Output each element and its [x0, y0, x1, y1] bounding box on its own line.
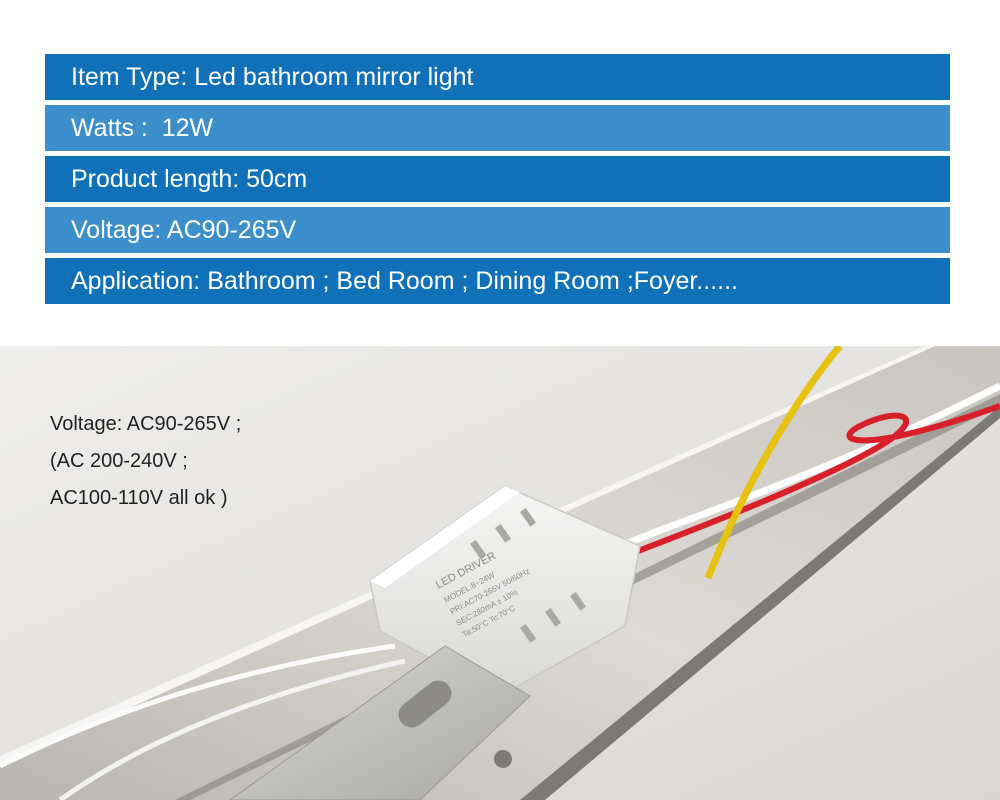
- red-wire: [623, 403, 1000, 559]
- mounting-bracket: [229, 645, 531, 800]
- voltage-note: Voltage: AC90-265V ; (AC 200-240V ; AC10…: [50, 406, 350, 517]
- spec-item-type: Item Type: Led bathroom mirror light: [45, 54, 950, 100]
- bracket-screw: [494, 750, 512, 768]
- spec-watts: Watts : 12W: [45, 105, 950, 151]
- spec-application: Application: Bathroom ; Bed Room ; Dinin…: [45, 258, 950, 304]
- white-wire: [618, 382, 1000, 550]
- channel-lower-edge: [520, 406, 1000, 800]
- spec-voltage: Voltage: AC90-265V: [45, 207, 950, 253]
- voltage-note-line-2: (AC 200-240V ;: [50, 450, 188, 472]
- voltage-note-line-1: Voltage: AC90-265V ;: [50, 413, 242, 435]
- voltage-note-line-3: AC100-110V all ok ): [50, 487, 228, 509]
- led-driver-illustration: LED DRIVER MODEL:8~24W PRI:AC70-265V 50/…: [0, 346, 1000, 800]
- output-wire-1: [0, 643, 396, 769]
- yellow-wire: [704, 346, 843, 580]
- led-driver-box: LED DRIVER MODEL:8~24W PRI:AC70-265V 50/…: [369, 485, 641, 697]
- spec-list: Item Type: Led bathroom mirror light Wat…: [45, 54, 950, 309]
- product-photo: LED DRIVER MODEL:8~24W PRI:AC70-265V 50/…: [0, 346, 1000, 800]
- output-wire-2: [58, 658, 406, 800]
- bracket-slot: [398, 680, 452, 728]
- spec-product-length: Product length: 50cm: [45, 156, 950, 202]
